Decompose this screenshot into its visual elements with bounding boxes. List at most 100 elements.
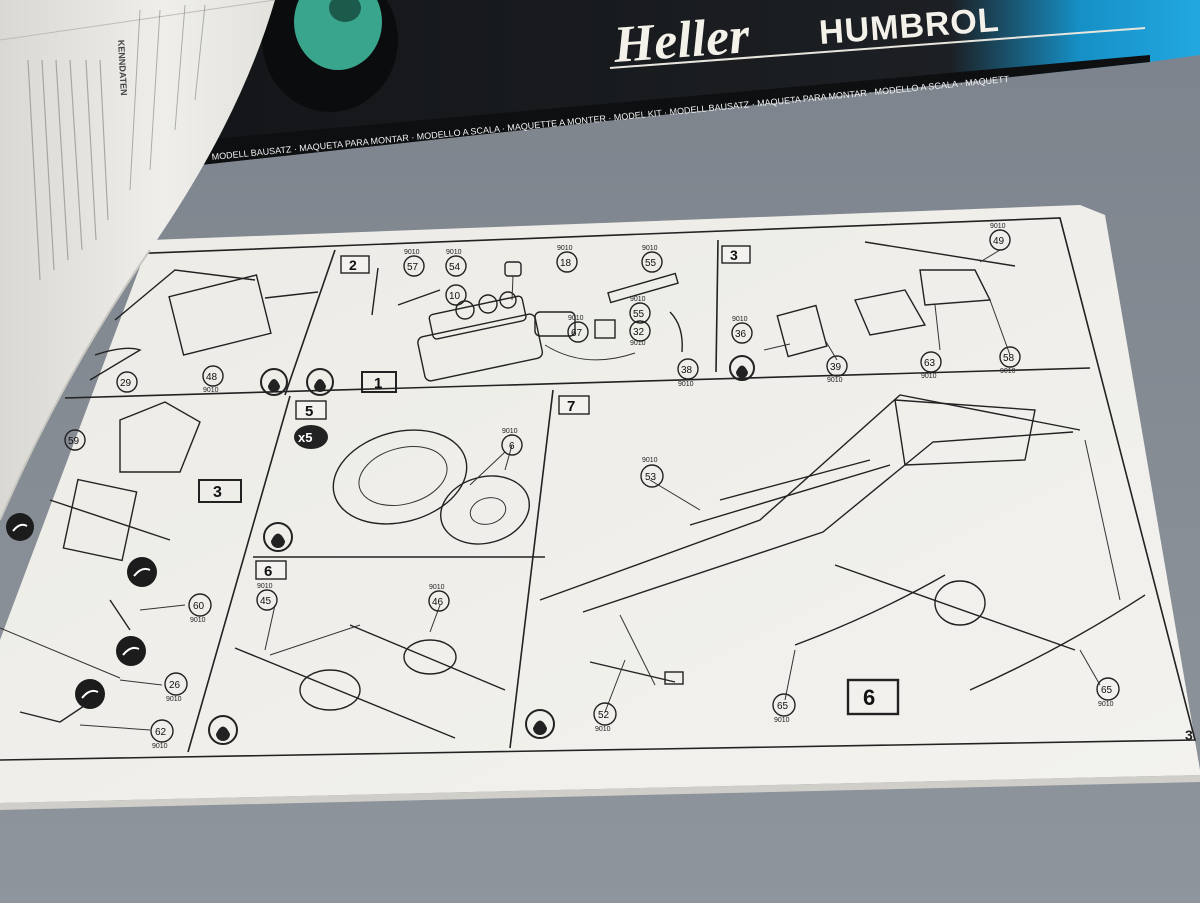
svg-text:9010: 9010	[429, 584, 445, 591]
svg-text:46: 46	[432, 597, 444, 608]
step-7: 7	[558, 395, 590, 415]
engine-assembly-drawing	[371, 261, 683, 382]
part-callout: 18 9010	[556, 245, 578, 273]
part-callout: 57 9010	[403, 249, 425, 277]
svg-text:6: 6	[509, 441, 515, 452]
instruction-sheet: 2 3 5 x5 6 7 1 3 6	[0, 205, 1200, 810]
step-number: 6	[264, 563, 272, 580]
part-callout: 59	[64, 429, 86, 451]
svg-text:9010: 9010	[1000, 368, 1016, 375]
svg-text:55: 55	[633, 309, 645, 320]
reference-1: 1	[361, 371, 397, 393]
part-callout: 29	[116, 371, 138, 393]
svg-text:62: 62	[155, 727, 167, 738]
part-callout: 65 9010	[772, 693, 796, 724]
part-callout: 10	[445, 284, 467, 306]
part-callout: 45 9010	[256, 583, 278, 611]
booklet-page: KENNDATEN	[0, 0, 276, 521]
part-callout: 52 9010	[593, 702, 617, 733]
svg-text:9010: 9010	[921, 373, 937, 380]
svg-text:9010: 9010	[630, 296, 646, 303]
svg-text:48: 48	[206, 372, 218, 383]
svg-text:57: 57	[407, 262, 419, 273]
svg-text:9010: 9010	[1098, 701, 1114, 708]
svg-text:9010: 9010	[152, 743, 168, 750]
step-6: 6	[255, 560, 287, 580]
svg-text:9010: 9010	[595, 726, 611, 733]
svg-text:65: 65	[777, 701, 789, 712]
svg-text:18: 18	[560, 258, 572, 269]
svg-text:53: 53	[645, 472, 657, 483]
svg-text:10: 10	[449, 291, 461, 302]
svg-text:9010: 9010	[190, 617, 206, 624]
svg-text:65: 65	[1101, 685, 1113, 696]
step-number: 2	[349, 257, 357, 273]
part-callout: 65 9010	[1096, 677, 1120, 708]
svg-text:9010: 9010	[404, 249, 420, 256]
part-callout: 39 9010	[826, 355, 848, 384]
svg-text:49: 49	[993, 236, 1005, 247]
step-2: 2	[340, 255, 370, 274]
svg-text:55: 55	[645, 258, 657, 269]
part-callout: 36 9010	[731, 316, 753, 344]
svg-text:9010: 9010	[678, 381, 694, 388]
svg-text:9010: 9010	[203, 387, 219, 394]
svg-text:54: 54	[449, 262, 461, 273]
part-callout: 60 9010	[188, 593, 212, 624]
svg-text:9010: 9010	[166, 696, 182, 703]
part-callout: 48 9010	[202, 365, 224, 394]
booklet-heading: KENNDATEN	[116, 40, 129, 96]
svg-text:9010: 9010	[557, 245, 573, 252]
reference-3: 3	[198, 479, 242, 503]
step-number: 7	[567, 398, 575, 415]
box-brand-heller: Heller	[611, 7, 752, 74]
part-callout: 26 9010	[164, 672, 188, 703]
wheel-drawing	[332, 429, 530, 545]
part-callout: 54 9010	[445, 249, 467, 277]
part-callout: 55 9010	[629, 296, 651, 324]
part-callout: 53 9010	[640, 457, 664, 488]
svg-text:9010: 9010	[642, 245, 658, 252]
svg-text:52: 52	[598, 710, 610, 721]
svg-text:9010: 9010	[990, 223, 1006, 230]
svg-text:29: 29	[120, 378, 132, 389]
paint-brush-icon	[6, 513, 157, 709]
page-number: 3	[1185, 727, 1193, 743]
svg-text:60: 60	[193, 601, 205, 612]
svg-text:9010: 9010	[446, 249, 462, 256]
svg-text:32: 32	[633, 327, 645, 338]
svg-text:58: 58	[1003, 353, 1015, 364]
svg-text:9010: 9010	[774, 717, 790, 724]
part-callout: 63 9010	[920, 351, 942, 380]
svg-text:9010: 9010	[642, 457, 658, 464]
chassis-drawing	[539, 394, 1146, 691]
svg-text:63: 63	[924, 358, 936, 369]
svg-text:3: 3	[213, 484, 222, 501]
step-number: 3	[730, 247, 738, 263]
svg-text:67: 67	[571, 328, 583, 339]
svg-text:36: 36	[735, 329, 747, 340]
svg-text:6: 6	[863, 685, 875, 710]
part-callout: 62 9010	[150, 719, 174, 750]
step-multiplier: x5	[298, 430, 312, 445]
reference-6: 6	[846, 678, 900, 716]
svg-text:39: 39	[830, 362, 842, 373]
step-5: 5 x5	[294, 400, 328, 449]
svg-text:59: 59	[68, 436, 80, 447]
part-callout: 55 9010	[641, 245, 663, 273]
svg-text:38: 38	[681, 365, 693, 376]
svg-text:26: 26	[169, 680, 181, 691]
panel-grid	[0, 217, 1197, 761]
svg-text:9010: 9010	[568, 315, 584, 322]
svg-text:9010: 9010	[732, 316, 748, 323]
part-callout: 58 9010	[999, 346, 1021, 375]
part-callout: 49 9010	[989, 223, 1011, 251]
rear-axle-drawing	[234, 624, 506, 739]
part-callout: 67 9010	[567, 315, 589, 343]
glue-drop-icon	[208, 355, 755, 745]
part-callout: 46 9010	[428, 584, 450, 612]
svg-text:9010: 9010	[257, 583, 273, 590]
step-4-drawing	[0, 401, 201, 723]
svg-text:45: 45	[260, 596, 272, 607]
